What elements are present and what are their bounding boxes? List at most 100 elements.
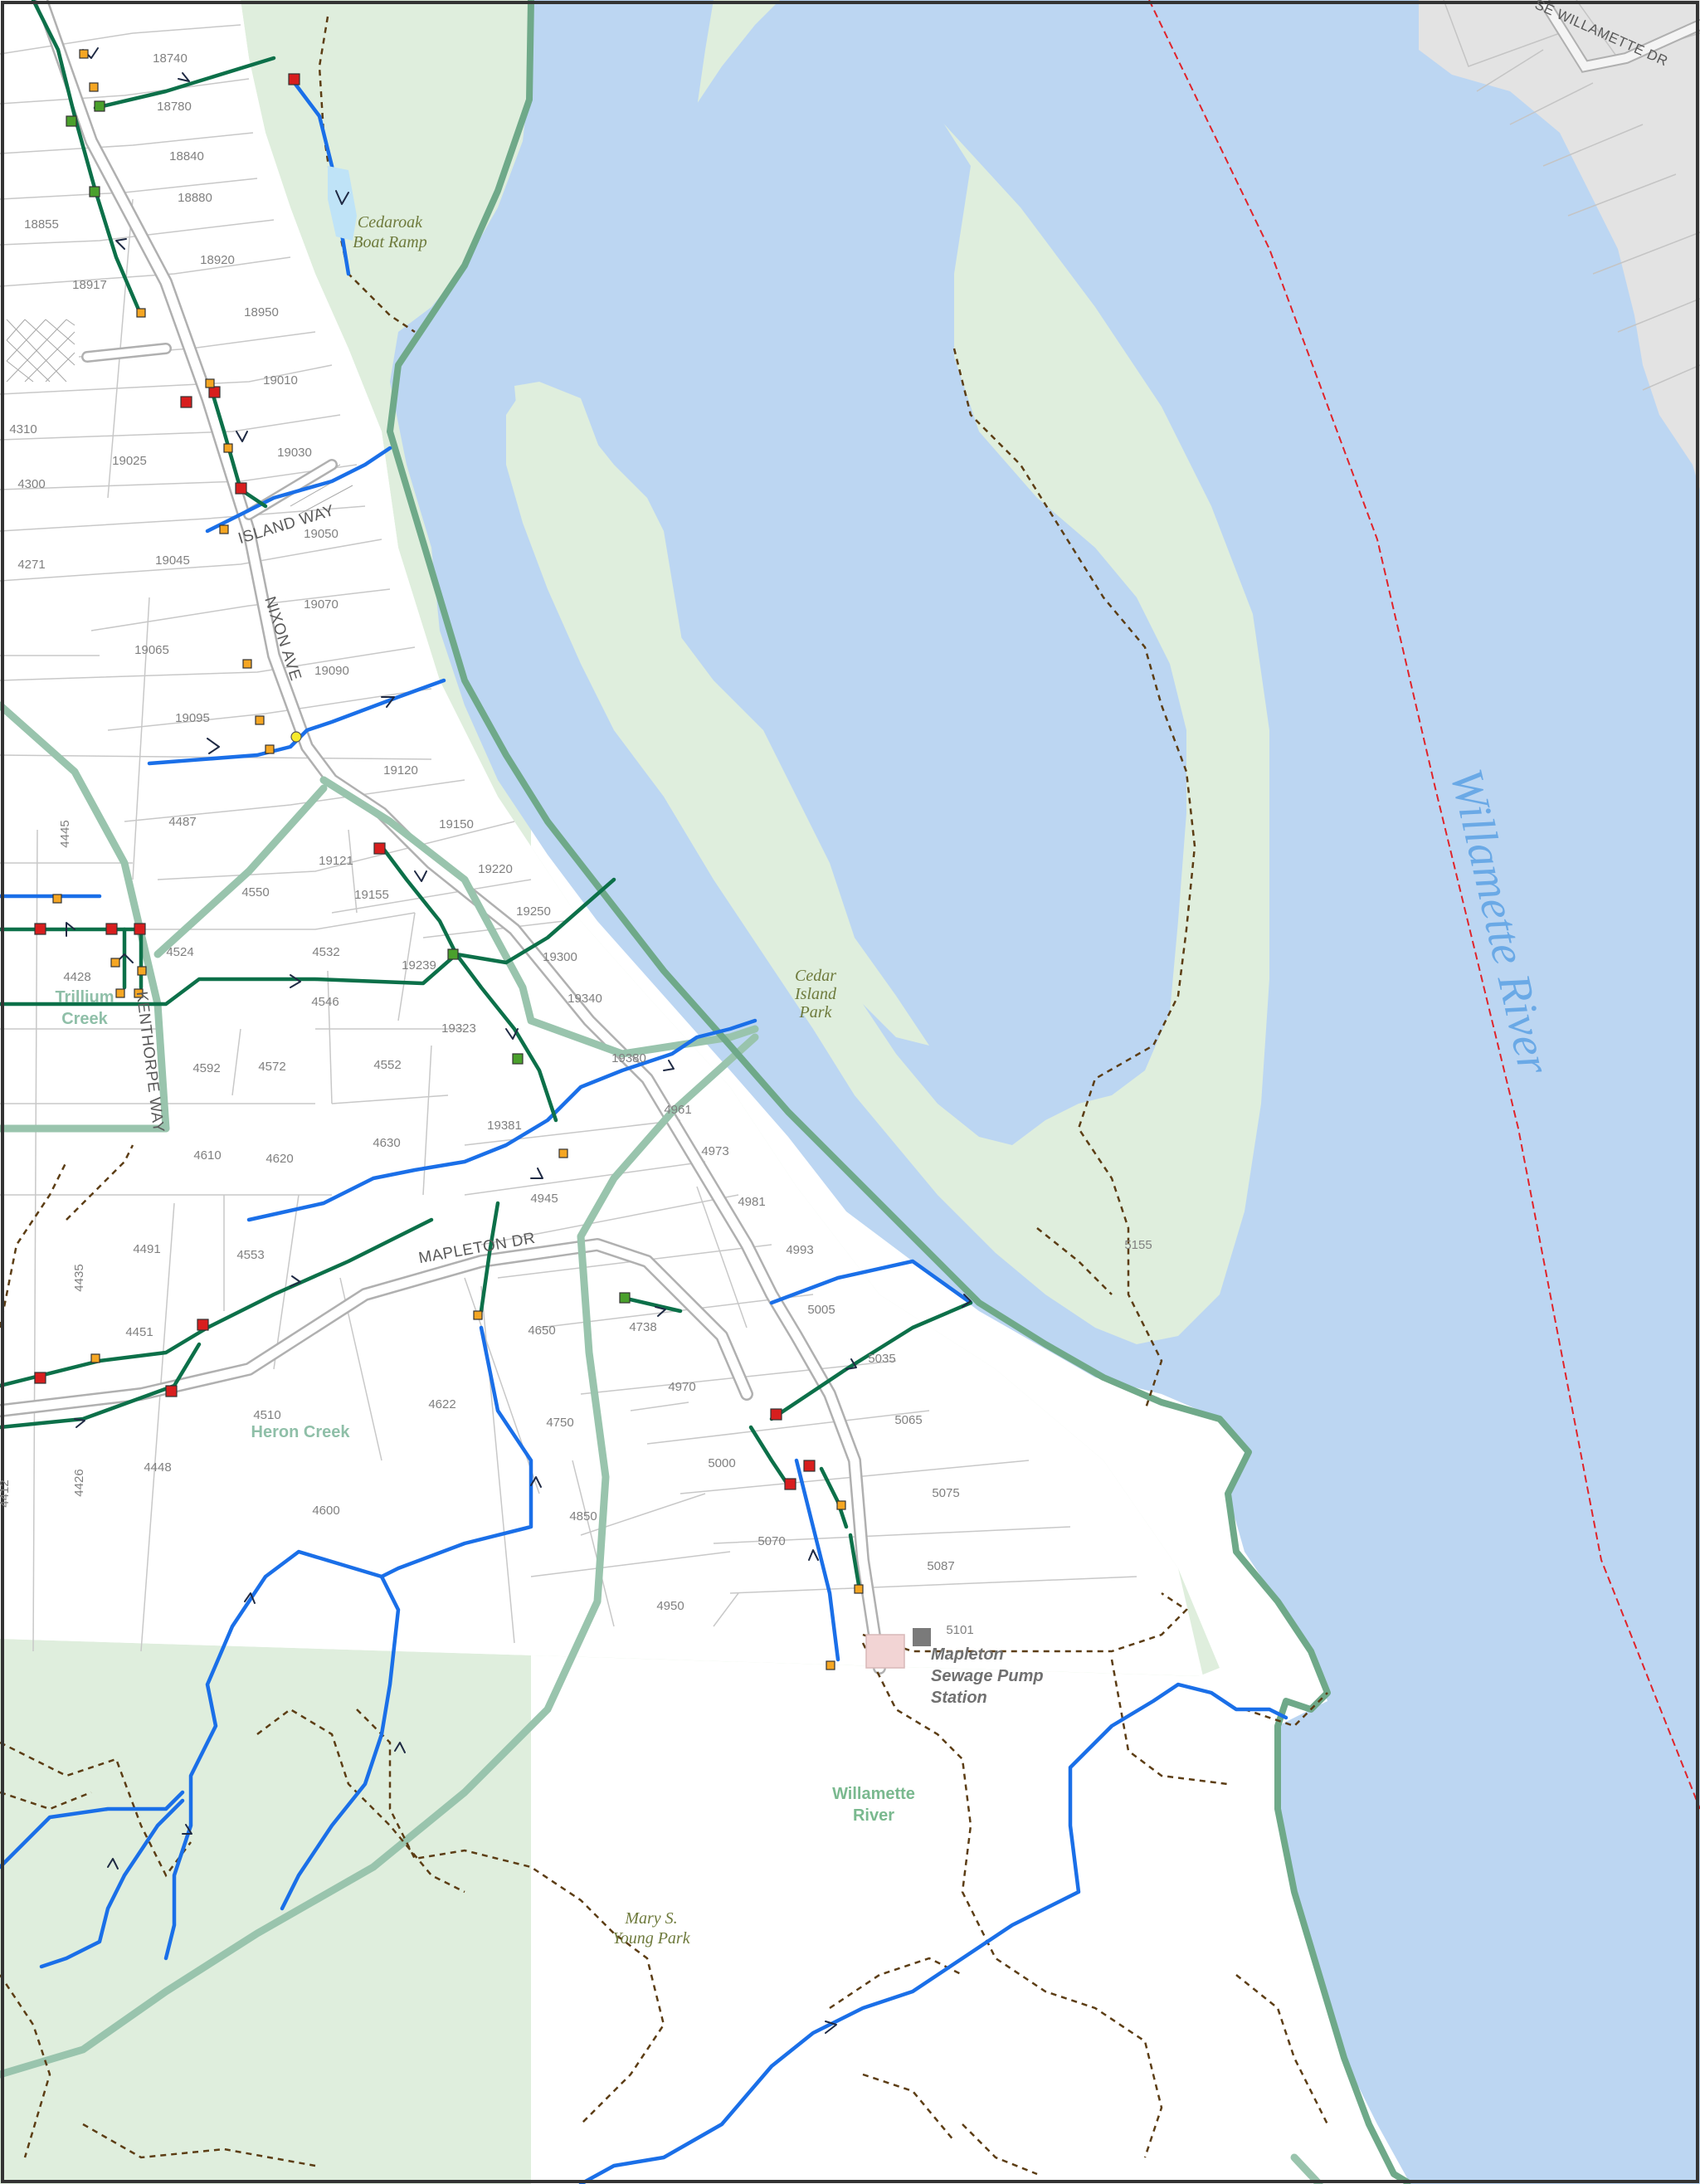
lot-number-label: 4510 [253, 1408, 280, 1422]
lot-number-label: 4970 [668, 1380, 695, 1394]
lot-number-label: 4445 [58, 820, 72, 847]
lot-number-label: 4610 [193, 1148, 221, 1163]
lot-number-label: 19340 [567, 992, 602, 1006]
lot-number-label: 4600 [312, 1504, 339, 1518]
lot-number-label: 19095 [175, 711, 210, 725]
lot-number-label: 4630 [373, 1136, 400, 1150]
young-park-label-line2: Young Park [612, 1929, 690, 1948]
lot-number-label: 19220 [478, 862, 513, 876]
lot-number-label: 18950 [244, 305, 279, 319]
lot-number-label: 4572 [258, 1060, 285, 1074]
lot-number-label: 4546 [311, 995, 339, 1009]
lot-number-label: 4271 [17, 558, 45, 572]
lot-number-label: 4950 [656, 1599, 684, 1613]
lot-number-label: 4435 [72, 1264, 86, 1291]
lot-number-label: 5101 [946, 1623, 973, 1637]
lot-number-label: 19120 [383, 763, 418, 778]
lot-number-label: 4553 [236, 1248, 264, 1262]
willamette-river-park-label-line2: River [853, 1806, 894, 1825]
lot-number-label: 4750 [546, 1416, 573, 1430]
lot-number-label: 4981 [738, 1195, 765, 1209]
pump-station-parcel [865, 1634, 905, 1669]
pump-station-label-line3: Station [931, 1689, 987, 1707]
lot-number-label: 19045 [155, 553, 190, 568]
lot-number-label: 5070 [757, 1534, 785, 1548]
lot-number-label: 18920 [200, 253, 235, 267]
trails [0, 16, 1329, 2176]
lot-number-label: 19239 [402, 958, 436, 973]
lot-number-label: 4850 [569, 1509, 597, 1523]
lot-number-label: 19010 [263, 373, 298, 388]
pump-station-label-line1: Mapleton [931, 1645, 1004, 1664]
lot-number-label: 5155 [1124, 1238, 1152, 1252]
island-park-label-line1: Cedar [795, 967, 836, 985]
junction-node[interactable] [290, 731, 302, 743]
lot-number-label: 19155 [354, 888, 389, 902]
lot-number-label: 19150 [439, 817, 474, 831]
lot-number-label: 19381 [487, 1119, 522, 1133]
residential-area [0, 0, 1203, 1676]
trillium-creek-label-line1: Trillium [55, 988, 114, 1007]
island-lagoon [539, 0, 1186, 1145]
lot-number-label: 18855 [24, 217, 59, 232]
lot-number-label: 19090 [314, 664, 349, 678]
lot-number-label: 4487 [168, 815, 196, 829]
lot-number-label: 19380 [611, 1051, 646, 1065]
lot-number-label: 4532 [312, 945, 339, 959]
lot-number-label: 4620 [265, 1152, 293, 1166]
lot-number-label: 19250 [516, 904, 551, 919]
structures[interactable] [34, 49, 864, 1670]
trillium-creek-label-line2: Creek [61, 1010, 108, 1028]
lot-number-label: 5000 [708, 1456, 735, 1470]
boundary-line [1148, 0, 1700, 1810]
lot-number-label: 5087 [927, 1559, 954, 1573]
lot-number-label: 18840 [169, 149, 204, 163]
lot-number-label: 4412 [0, 1480, 12, 1507]
lot-number-label: 4622 [428, 1397, 455, 1411]
lot-number-label: 4961 [664, 1103, 691, 1117]
lot-labels: 18740 18780 18840 18880 18855 18920 18917 18950… [0, 51, 1152, 1637]
creek-buffers [0, 701, 1323, 2184]
boat-ramp-label-line2: Boat Ramp [353, 233, 426, 251]
streams[interactable] [0, 80, 1288, 2184]
lot-number-label: 4738 [629, 1320, 656, 1334]
lot-number-label: 4550 [241, 885, 269, 899]
lot-number-label: 5035 [868, 1352, 895, 1366]
roads [0, 0, 886, 1675]
lot-number-label: 4973 [701, 1144, 728, 1158]
lot-number-label: 19323 [441, 1021, 476, 1036]
lot-number-label: 18917 [72, 278, 107, 292]
lot-number-label: 18780 [157, 100, 192, 114]
lot-number-label: 4592 [192, 1061, 220, 1075]
lot-number-label: 4945 [530, 1192, 558, 1206]
lot-number-label: 19025 [112, 454, 147, 468]
river-bank-line [387, 0, 1413, 2184]
upland-northeast [1419, 0, 1700, 490]
lot-number-label: 4426 [72, 1469, 86, 1496]
lot-number-label: 18740 [153, 51, 188, 66]
lot-number-label: 4428 [63, 970, 90, 984]
lot-number-label: 4448 [144, 1460, 171, 1475]
inner-island-strip [514, 382, 929, 1046]
lot-number-label: 19121 [319, 854, 353, 868]
lot-number-label: 19070 [304, 597, 339, 612]
lot-number-label: 19050 [304, 527, 339, 541]
pump-station-building[interactable] [913, 1628, 931, 1646]
heron-creek-label: Heron Creek [251, 1423, 351, 1441]
island-park-label-line2: Island [794, 985, 837, 1003]
lot-number-label: 18880 [178, 191, 212, 205]
lot-number-label: 4552 [373, 1058, 401, 1072]
lot-number-label: 4310 [9, 422, 37, 436]
willamette-river-park-label-line1: Willamette [832, 1785, 915, 1803]
lot-number-label: 5065 [894, 1413, 922, 1427]
lot-number-label: 19300 [543, 950, 577, 964]
upland-street-fill [1539, 0, 1700, 71]
lot-number-label: 4451 [125, 1325, 153, 1339]
flow-arrows [66, 47, 972, 2034]
lot-number-label: 4650 [528, 1324, 555, 1338]
lot-number-label: 4491 [133, 1242, 160, 1256]
lot-number-label: 4524 [166, 945, 193, 959]
boat-ramp-label-line1: Cedaroak [358, 213, 423, 232]
lot-number-label: 5005 [807, 1303, 835, 1317]
island-park-label-line3: Park [799, 1003, 833, 1021]
